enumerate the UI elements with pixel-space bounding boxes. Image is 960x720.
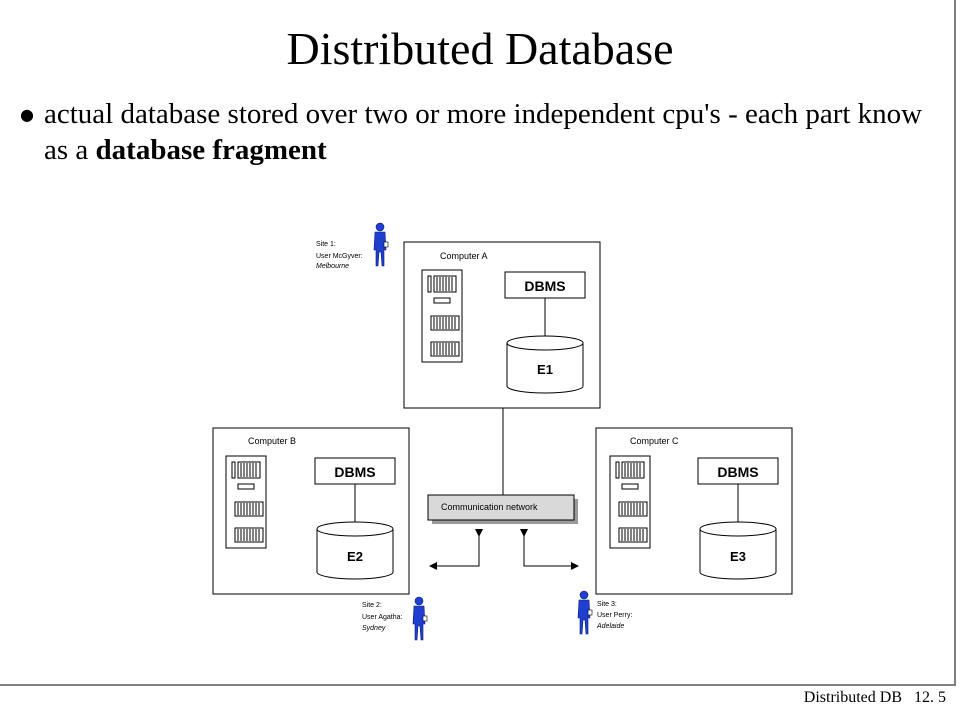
computer-a-cpu-icon <box>421 269 463 363</box>
site-2-city-label: Sydney <box>362 625 386 632</box>
site-3-label: Site 3: <box>597 601 617 608</box>
user-perry-icon <box>577 590 593 635</box>
footer-label: Distributed DB <box>803 689 902 706</box>
bullet-text-bold: database fragment <box>95 134 327 166</box>
fragment-e3-label: E3 <box>730 549 746 564</box>
slide-frame <box>0 0 956 686</box>
computer-a-label: Computer A <box>440 251 488 261</box>
fragment-e1-label: E1 <box>537 362 553 377</box>
bullet-point: ● actual database stored over two or mor… <box>10 96 945 168</box>
computer-a-node: Computer A DBMS E1 <box>403 241 601 409</box>
slide-footer: Distributed DB 12. 5 <box>804 689 946 707</box>
user-mcgyver-icon <box>373 222 389 267</box>
computer-b-cpu-icon <box>225 455 267 549</box>
communication-network: Communication network <box>427 494 578 524</box>
site-2-label: Site 2: <box>362 602 382 609</box>
site-1-label: Site 1: <box>316 241 336 248</box>
network-label: Communication network <box>441 502 538 512</box>
network-to-computer-c-arrow <box>520 529 579 570</box>
site-3-user: Site 3: User Perry: Adelaide <box>577 590 632 635</box>
computer-c-label: Computer C <box>630 436 679 446</box>
site-3-city-label: Adelaide <box>596 623 624 630</box>
user-agatha-icon <box>412 596 428 641</box>
site-2-user-label: User Agatha: <box>362 614 403 621</box>
computer-a-dbms-label: DBMS <box>524 278 565 294</box>
computer-c-cpu-icon <box>609 455 651 549</box>
computer-b-dbms-label: DBMS <box>334 464 375 480</box>
network-to-computer-b-arrow <box>429 529 483 570</box>
site-1-user-label: User McGyver: <box>316 253 363 260</box>
page-title: Distributed Database <box>286 23 674 74</box>
page-number: 12. 5 <box>914 689 946 706</box>
site-1-city-label: Melbourne <box>316 263 349 270</box>
site-2-user: Site 2: User Agatha: Sydney <box>362 596 428 641</box>
bullet-text-plain: actual database stored over two or more … <box>44 98 923 166</box>
fragment-e2-label: E2 <box>347 549 363 564</box>
database-e3-icon <box>699 521 777 580</box>
site-1-user: Site 1: User McGyver: Melbourne <box>316 222 389 270</box>
database-e2-icon <box>316 521 394 580</box>
bullet-icon: ● <box>20 105 34 124</box>
computer-b-dbms-box <box>314 457 396 485</box>
computer-c-dbms-label: DBMS <box>717 464 758 480</box>
computer-b-node: Computer B DBMS E2 <box>212 427 410 595</box>
site-3-user-label: User Perry: <box>597 612 632 619</box>
network-box <box>427 494 575 521</box>
database-e1-icon <box>506 335 584 394</box>
computer-c-node: Computer C DBMS E3 <box>595 427 793 595</box>
bullet-text: actual database stored over two or more … <box>44 96 945 168</box>
computer-b-label: Computer B <box>248 436 296 446</box>
